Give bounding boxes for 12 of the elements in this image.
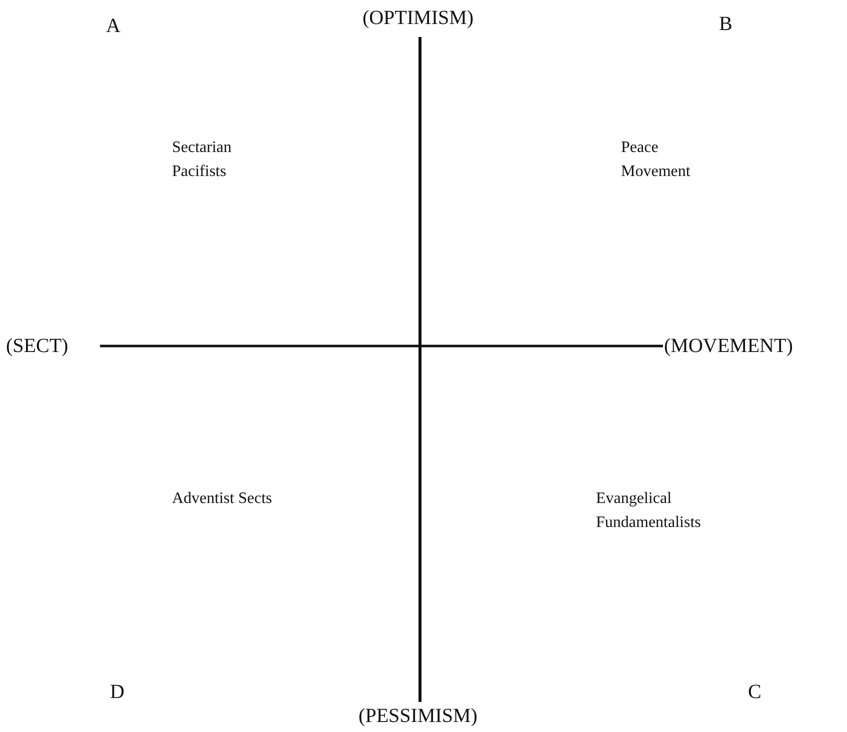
axis-label: (SECT) bbox=[6, 334, 68, 358]
quadrant-label: Adventist Sects bbox=[172, 489, 272, 509]
quadrant-label: Evangelical Fundamentalists bbox=[596, 489, 702, 533]
axis-label: (MOVEMENT) bbox=[664, 334, 793, 358]
quadrant-letter: A bbox=[106, 14, 120, 38]
quadrant-letter: C bbox=[748, 680, 762, 704]
axis-label: (OPTIMISM) bbox=[362, 6, 474, 30]
axis-label: (PESSIMISM) bbox=[358, 704, 478, 728]
quadrant-letter: B bbox=[719, 12, 732, 36]
quadrant-letter: D bbox=[110, 680, 124, 704]
quadrant-label: Sectarian Pacifists bbox=[172, 138, 233, 182]
quadrant-label: Peace Movement bbox=[621, 138, 692, 182]
